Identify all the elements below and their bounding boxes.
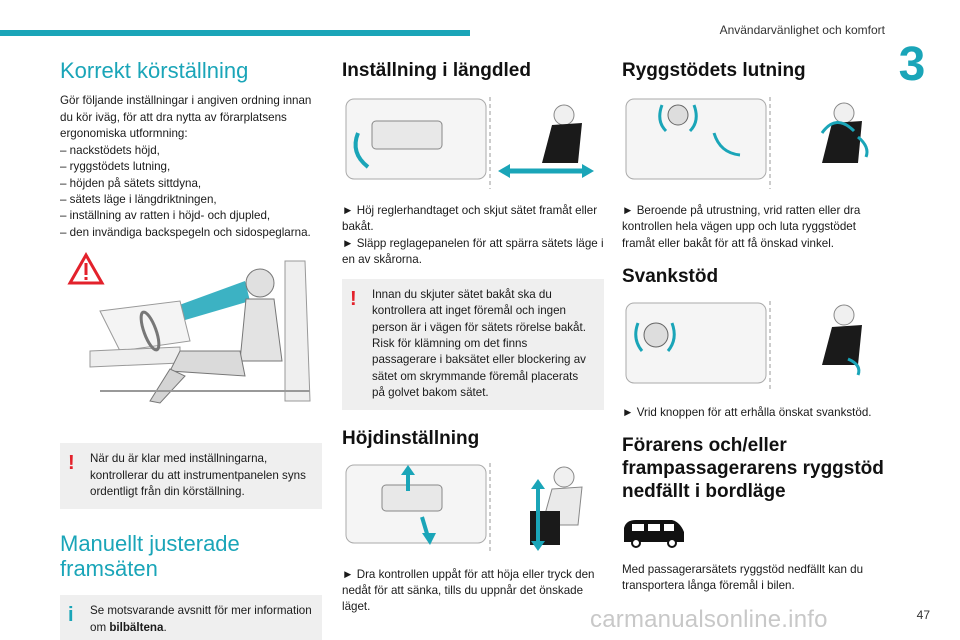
info-box: i Se motsvarande avsnitt för mer informa… [60, 595, 322, 640]
lumbar-arrow-icon [847, 357, 861, 376]
warning-icon: ! [350, 287, 357, 310]
title-longitudinal: Inställning i längdled [342, 60, 531, 81]
list-item: – höjden på sätets sittdyna, [60, 176, 202, 190]
list-item: – den invändiga backspegeln och sidospeg… [60, 225, 311, 239]
rotary-knob-icon [667, 104, 689, 126]
page-number: 47 [916, 608, 930, 622]
column-1: Korrekt körställning Gör följande instäl… [60, 52, 322, 640]
info-text-pre: Se motsvarande avsnitt för mer informati… [90, 604, 312, 634]
step-rotate-lumbar-knob: ► Vrid knoppen för att erhålla önskat sv… [622, 405, 872, 419]
longitudinal-illustration [342, 93, 604, 189]
driving-position-illustration [60, 251, 322, 411]
list-item: – inställning av ratten i höjd- och djup… [60, 209, 271, 223]
column-3: Ryggstödets lutning ► Beroende på utrust… [622, 52, 884, 595]
watermark: carmanualsonline.info [590, 606, 828, 633]
lift-lever-arrow-icon [353, 132, 370, 169]
height-adjustment-illustration [342, 461, 604, 553]
warning-triangle-icon [67, 252, 105, 285]
adjustment-list: – nackstödets höjd, – ryggstödets lutnin… [60, 143, 322, 242]
tilt-arrow-icon [820, 120, 856, 134]
lumbar-support-illustration [622, 299, 884, 391]
step-pull-control: ► Dra kontrollen uppåt för att höja elle… [342, 567, 595, 614]
table-position-body: Med passagerarsätets ryggstöd nedfällt k… [622, 562, 864, 593]
title-manual-front-seats: Manuellt justerade framsäten [60, 530, 240, 582]
title-correct-driving-position: Korrekt körställning [60, 58, 249, 83]
title-table-position: Förarens och/eller frampassagerarens ryg… [622, 435, 884, 502]
info-text-bold: bilbältena [109, 620, 164, 634]
warning-icon: ! [68, 452, 75, 475]
intro-paragraph: Gör följande inställningar i angiven ord… [60, 94, 312, 141]
warning-text: När du är klar med inställningarna, kont… [90, 452, 306, 499]
van-icon-wrap [622, 518, 884, 548]
step-rotate-knob: ► Beroende på utrustning, vrid ratten el… [622, 203, 861, 250]
title-backrest-angle: Ryggstödets lutning [622, 60, 806, 81]
backrest-angle-illustration [622, 93, 884, 189]
info-icon: i [68, 604, 74, 627]
lumbar-knob-icon [643, 322, 669, 348]
chapter-number: 3 [898, 38, 926, 91]
driver-seated-illustration [67, 252, 311, 404]
list-item: – sätets läge i längdriktningen, [60, 193, 217, 207]
warning-text: Innan du skjuter sätet bakåt ska du kont… [372, 287, 586, 400]
column-2: Inställning i längdled ► Höj reglerhandt… [342, 52, 604, 616]
warning-box: ! Innan du skjuter sätet bakåt ska du ko… [342, 278, 604, 410]
section-header-title: Användarvänlighet och komfort [719, 23, 885, 37]
header-accent-bar [0, 30, 470, 36]
warning-box: ! När du är klar med inställningarna, ko… [60, 443, 322, 509]
list-item: – ryggstödets lutning, [60, 160, 171, 174]
step-lift-handle: ► Höj reglerhandtaget och skjut sätet fr… [342, 203, 598, 234]
title-lumbar-support: Svankstöd [622, 266, 719, 288]
step-release-panel: ► Släpp reglagepanelen för att spärra sä… [342, 236, 604, 267]
list-item: – nackstödets höjd, [60, 143, 160, 157]
info-text-post: . [163, 620, 167, 634]
van-icon [624, 519, 684, 548]
title-height-adjustment: Höjdinställning [342, 427, 480, 449]
